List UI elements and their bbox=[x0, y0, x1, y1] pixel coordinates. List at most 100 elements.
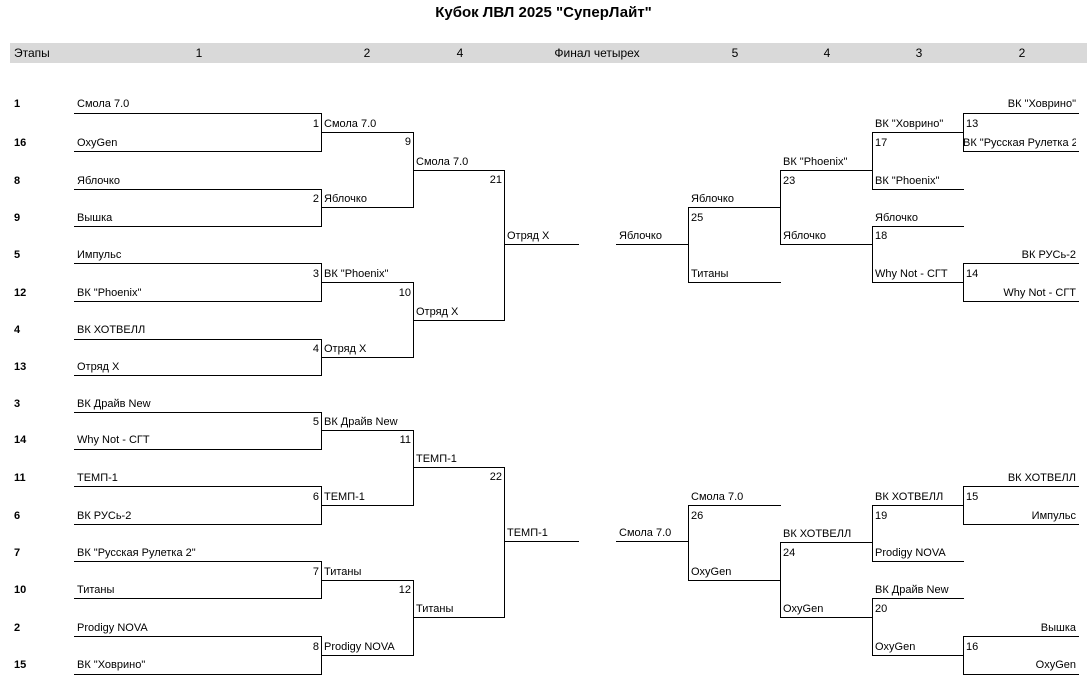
bracket-line bbox=[321, 561, 322, 598]
bracket-line bbox=[321, 430, 414, 431]
team-name: Смола 7.0 bbox=[416, 156, 469, 168]
bracket-line bbox=[872, 132, 964, 133]
match-number: 12 bbox=[398, 584, 411, 596]
match-number: 25 bbox=[691, 212, 704, 224]
team-name: Титаны bbox=[691, 268, 729, 280]
bracket-line bbox=[872, 226, 873, 282]
bracket-line bbox=[963, 486, 1079, 487]
team-name: ВК Драйв New bbox=[77, 398, 151, 410]
bracket-line bbox=[321, 580, 414, 581]
bracket-line bbox=[321, 207, 414, 208]
team-name: Титаны bbox=[77, 584, 115, 596]
team-name: ТЕМП-1 bbox=[507, 527, 548, 539]
team-name: ВК Драйв New bbox=[324, 416, 398, 428]
team-name: Яблочко bbox=[783, 230, 826, 242]
seed-label: 9 bbox=[14, 212, 21, 224]
team-name: ВК "Phoenix" bbox=[783, 156, 848, 168]
team-name: Смола 7.0 bbox=[77, 98, 130, 110]
bracket-line bbox=[872, 598, 964, 599]
team-name: Prodigy NOVA bbox=[875, 547, 946, 559]
team-name: Prodigy NOVA bbox=[324, 641, 395, 653]
bracket-line bbox=[413, 467, 505, 468]
stage-header-3: 4 bbox=[456, 46, 464, 60]
team-name: Отряд X bbox=[77, 361, 120, 373]
stage-header-2: 2 bbox=[363, 46, 371, 60]
bracket-line bbox=[74, 375, 322, 376]
seed-label: 5 bbox=[14, 249, 21, 261]
team-name: Титаны bbox=[416, 603, 454, 615]
bracket-line bbox=[74, 226, 322, 227]
team-name: ВК "Phoenix" bbox=[875, 175, 940, 187]
match-number: 2 bbox=[312, 193, 319, 205]
match-number: 16 bbox=[966, 641, 979, 653]
bracket-line bbox=[74, 263, 322, 264]
bracket-line bbox=[963, 301, 1079, 302]
match-number: 17 bbox=[875, 137, 888, 149]
seed-label: 4 bbox=[14, 324, 21, 336]
match-number: 13 bbox=[966, 118, 979, 130]
bracket-line bbox=[74, 486, 322, 487]
team-name: ВК "Ховрино" bbox=[77, 659, 146, 671]
team-name: ВК "Ховрино" bbox=[875, 118, 944, 130]
match-number: 11 bbox=[399, 434, 411, 446]
seed-label: 2 bbox=[14, 622, 21, 634]
team-name: Отряд X bbox=[324, 343, 367, 355]
bracket-line bbox=[413, 282, 414, 357]
team-name: ВК Драйв New bbox=[875, 584, 949, 596]
team-name: Вышка bbox=[77, 212, 113, 224]
match-number: 3 bbox=[312, 268, 319, 280]
bracket-line bbox=[616, 541, 689, 542]
seed-label: 3 bbox=[14, 398, 21, 410]
bracket-line bbox=[963, 263, 964, 301]
bracket-line bbox=[963, 113, 1079, 114]
team-name: OxyGen bbox=[77, 137, 118, 149]
team-name: Импульс bbox=[77, 249, 122, 261]
seed-label: 13 bbox=[14, 361, 27, 373]
bracket-line bbox=[963, 524, 1079, 525]
match-number: 1 bbox=[312, 118, 319, 130]
team-name: ВК РУСь-2 bbox=[77, 510, 132, 522]
bracket-line bbox=[963, 151, 1079, 152]
team-name: Отряд X bbox=[507, 230, 550, 242]
match-number: 9 bbox=[404, 136, 411, 148]
stage-header-8: 2 bbox=[1018, 46, 1026, 60]
match-number: 21 bbox=[489, 174, 502, 186]
bracket-line bbox=[780, 244, 873, 245]
team-name: ВК ХОТВЕЛЛ bbox=[875, 491, 944, 503]
bracket-line bbox=[74, 449, 322, 450]
team-name: OxyGen bbox=[783, 603, 824, 615]
bracket-line bbox=[321, 282, 414, 283]
page-title: Кубок ЛВЛ 2025 "СуперЛайт" bbox=[435, 4, 652, 21]
bracket-line bbox=[504, 467, 505, 617]
team-name: Яблочко bbox=[77, 175, 120, 187]
team-name: Импульс bbox=[1031, 510, 1076, 522]
bracket-line bbox=[413, 617, 505, 618]
bracket-line bbox=[688, 505, 689, 580]
bracket-line bbox=[872, 655, 964, 656]
seed-label: 15 bbox=[14, 659, 27, 671]
match-number: 7 bbox=[312, 566, 319, 578]
bracket-line bbox=[74, 412, 322, 413]
team-name: ВК ХОТВЕЛЛ bbox=[783, 528, 852, 540]
team-name: ТЕМП-1 bbox=[324, 491, 365, 503]
bracket-line bbox=[74, 339, 322, 340]
bracket-line bbox=[321, 655, 414, 656]
team-name: Why Not - СГТ bbox=[77, 434, 150, 446]
team-name: ВК ХОТВЕЛЛ bbox=[1007, 472, 1076, 484]
seed-label: 1 bbox=[14, 98, 21, 110]
bracket-line bbox=[780, 170, 781, 244]
match-number: 4 bbox=[312, 343, 319, 355]
bracket-line bbox=[780, 170, 873, 171]
match-number: 15 bbox=[966, 491, 979, 503]
team-name: ТЕМП-1 bbox=[416, 453, 457, 465]
match-number: 18 bbox=[875, 230, 888, 242]
bracket-line bbox=[74, 113, 322, 114]
team-name: ВК РУСь-2 bbox=[1021, 249, 1076, 261]
bracket-line bbox=[74, 561, 322, 562]
bracket-line bbox=[963, 636, 964, 674]
seed-label: 14 bbox=[14, 434, 27, 446]
team-name: ВК "Ховрино" bbox=[1007, 98, 1076, 110]
match-number: 19 bbox=[875, 510, 888, 522]
stage-header-1: 1 bbox=[195, 46, 203, 60]
bracket-line bbox=[963, 113, 964, 151]
